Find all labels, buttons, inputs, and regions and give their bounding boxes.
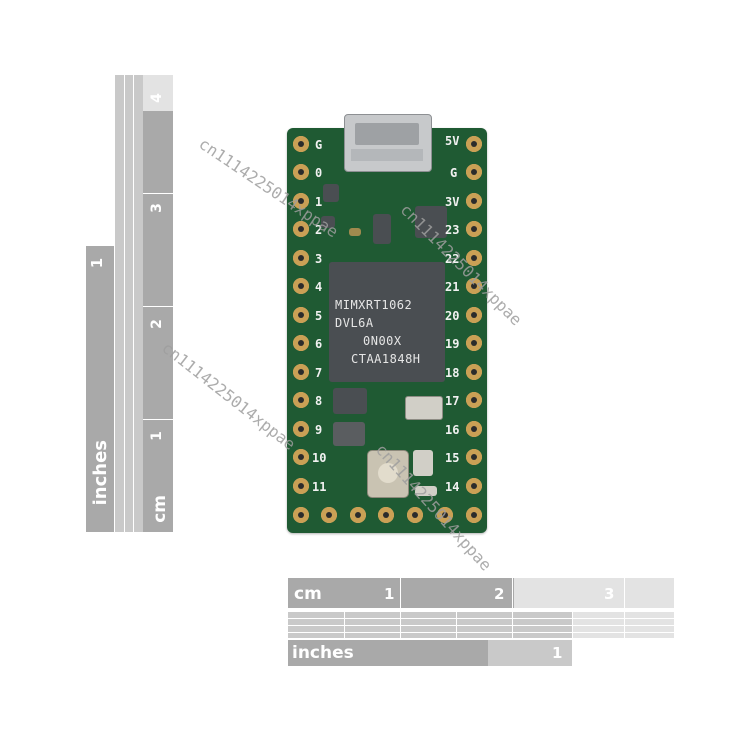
crystal bbox=[405, 396, 443, 420]
h-cm-mark-3: 3 bbox=[604, 585, 615, 603]
h-inches-label: inches bbox=[292, 643, 354, 663]
pin-label-left: 4 bbox=[315, 280, 323, 294]
teensy-board: MIMXRT1062 DVL6A 0N00X CTAA1848H bbox=[287, 114, 487, 533]
pin-label-left: 9 bbox=[315, 423, 323, 437]
pin-label-right: 5V bbox=[445, 134, 460, 148]
cm-mark-2: 2 bbox=[148, 319, 165, 329]
chip-line-2: DVL6A bbox=[335, 316, 374, 330]
inductor bbox=[333, 422, 365, 446]
pin-label-right: 18 bbox=[445, 366, 460, 380]
pin-label-left: 10 bbox=[312, 451, 327, 465]
inch-mark-1: 1 bbox=[88, 257, 107, 269]
main-processor: MIMXRT1062 DVL6A 0N00X CTAA1848H bbox=[329, 262, 445, 382]
pin-label-right: 15 bbox=[445, 451, 460, 465]
cm-mark-1: 1 bbox=[148, 431, 165, 441]
h-inch-mark-1: 1 bbox=[552, 644, 563, 662]
pin-label-right: 14 bbox=[445, 480, 460, 494]
pin-label-left: G bbox=[315, 138, 323, 152]
pin-label-right: 22 bbox=[445, 252, 460, 266]
pin-label-left: 3 bbox=[315, 252, 323, 266]
pin-label-left: 5 bbox=[315, 309, 323, 323]
pin-label-right: 21 bbox=[445, 280, 460, 294]
h-cm-label: cm bbox=[294, 584, 322, 604]
pin-label-right: 17 bbox=[445, 394, 460, 408]
chip-line-1: MIMXRT1062 bbox=[335, 298, 413, 312]
chip-line-4: CTAA1848H bbox=[351, 352, 421, 366]
cm-label: cm bbox=[150, 495, 170, 523]
reset-button[interactable] bbox=[367, 450, 409, 498]
pin-label-left: 1 bbox=[315, 195, 323, 209]
pin-label-right: 3V bbox=[445, 195, 460, 209]
pin-label-left: 0 bbox=[315, 166, 323, 180]
pin-label-left: 7 bbox=[315, 366, 323, 380]
pin-label-right: 23 bbox=[445, 223, 460, 237]
pin-label-left: 6 bbox=[315, 337, 323, 351]
flash-chip bbox=[333, 388, 367, 414]
regulator bbox=[373, 214, 391, 244]
pin-label-left: 11 bbox=[312, 480, 327, 494]
cm-mark-3: 3 bbox=[148, 203, 165, 213]
pin-label-right: 19 bbox=[445, 337, 460, 351]
pin-label-right: 20 bbox=[445, 309, 460, 323]
h-cm-mark-1: 1 bbox=[384, 585, 395, 603]
pin-label-right: G bbox=[450, 166, 458, 180]
inches-strip-horizontal bbox=[288, 640, 488, 666]
inches-label: inches bbox=[90, 440, 111, 506]
pin-label-left: 8 bbox=[315, 394, 323, 408]
pin-label-right: 16 bbox=[445, 423, 460, 437]
cm-strip-horizontal bbox=[288, 578, 514, 608]
pin-label-left: 2 bbox=[315, 223, 323, 237]
usb-connector bbox=[344, 114, 432, 172]
small-ic bbox=[415, 206, 447, 238]
h-cm-mark-2: 2 bbox=[494, 585, 505, 603]
cm-mark-4: 4 bbox=[148, 93, 165, 103]
watermark-3: cn1114225014xppae bbox=[158, 338, 300, 454]
chip-line-3: 0N00X bbox=[363, 334, 402, 348]
